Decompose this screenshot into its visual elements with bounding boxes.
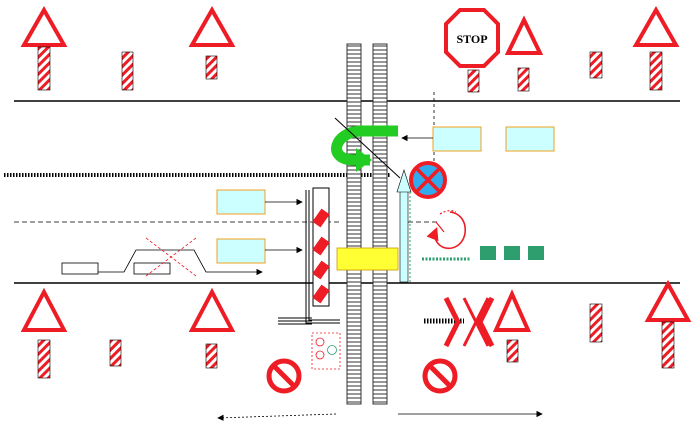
stop-sign-icon: STOP bbox=[444, 8, 500, 68]
cyan-up-arrow bbox=[396, 169, 412, 283]
warning-triangle-icon-7 bbox=[492, 289, 532, 363]
warning-triangle-icon-5 bbox=[20, 287, 68, 379]
label-box-4 bbox=[216, 238, 266, 264]
warning-triangle-icon-8 bbox=[644, 279, 692, 369]
railway-track-right bbox=[372, 43, 388, 405]
traffic-light-icon bbox=[311, 332, 341, 370]
label-box-3 bbox=[216, 189, 266, 215]
vehicle-path-diagram bbox=[61, 237, 263, 277]
barrier-gate-icon bbox=[278, 187, 340, 325]
no-entry-icon-2 bbox=[422, 358, 458, 394]
striped-post-icon bbox=[121, 51, 134, 91]
no-overtaking-chevrons bbox=[443, 296, 495, 348]
warning-triangle-icon-4 bbox=[632, 5, 680, 91]
no-stopping-icon bbox=[409, 161, 447, 199]
u-turn-arrow-icon bbox=[331, 125, 398, 172]
label-box-1 bbox=[432, 126, 482, 152]
label-box-2 bbox=[505, 126, 555, 152]
rotate-arrow-icon bbox=[426, 210, 466, 250]
diagonal-line bbox=[334, 117, 401, 179]
warning-triangle-icon-3 bbox=[504, 15, 544, 92]
warning-triangle-icon-6 bbox=[188, 287, 236, 369]
warning-triangle-icon bbox=[20, 5, 68, 91]
striped-post-icon-4 bbox=[109, 339, 122, 367]
vehicle-queue bbox=[422, 246, 544, 261]
striped-post-icon-3 bbox=[589, 51, 603, 79]
direction-arrow-left bbox=[217, 413, 337, 422]
striped-post-icon-2 bbox=[467, 69, 480, 93]
warning-triangle-icon-2 bbox=[188, 5, 236, 80]
striped-post-icon-5 bbox=[589, 303, 603, 343]
stop-sign-label: STOP bbox=[456, 32, 487, 46]
yellow-crossing-block bbox=[336, 247, 399, 271]
railway-track-left bbox=[346, 43, 362, 405]
no-entry-icon bbox=[266, 358, 302, 394]
